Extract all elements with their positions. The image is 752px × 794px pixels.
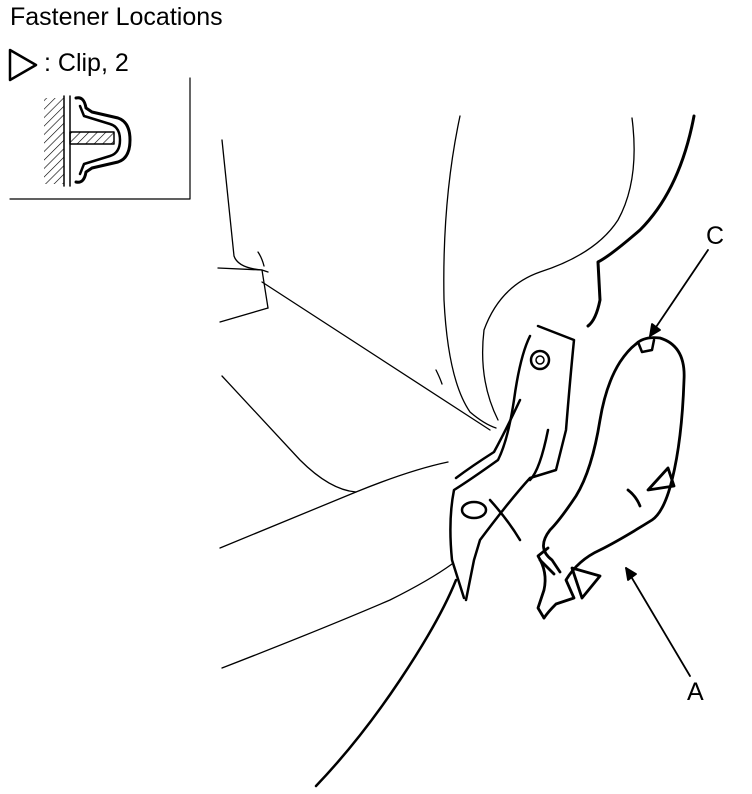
- seat-back-edge: [586, 114, 696, 328]
- legend-triangle-icon: [8, 48, 38, 82]
- leader-line-a: [625, 567, 691, 677]
- page-title: Fastener Locations: [10, 3, 223, 31]
- seat-hinge-bracket: [449, 324, 576, 602]
- legend-clip-label: : Clip, 2: [44, 49, 129, 77]
- clip-triangle-upper-icon: [646, 466, 676, 492]
- leader-line-c: [649, 249, 709, 337]
- clip-detail-inset: [9, 77, 191, 200]
- clip-c-notch: [636, 338, 656, 354]
- callout-label-c: C: [706, 222, 725, 250]
- seat-side-line: [314, 578, 458, 788]
- cover-a: [536, 336, 686, 620]
- callout-label-a: A: [687, 678, 704, 706]
- clip-triangle-lower-icon: [570, 566, 602, 600]
- seat-outline: [217, 115, 635, 669]
